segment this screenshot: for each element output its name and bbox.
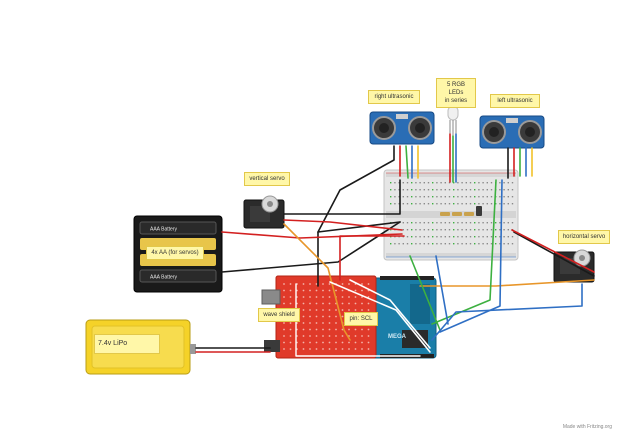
label-vertical-servo: vertical servo xyxy=(244,172,290,186)
wave-shield xyxy=(261,275,377,359)
label-battery-pack: 4x AA (for servos) xyxy=(146,246,204,260)
battery-cell-label: AAA Battery xyxy=(150,275,177,281)
rgb-led xyxy=(447,105,459,136)
battery-cell-label: AAA Battery xyxy=(150,227,177,233)
right-ultrasonic-sensor xyxy=(369,111,435,145)
label-left-ultrasonic: left ultrasonic xyxy=(490,94,540,108)
label-wave-shield: wave shield xyxy=(258,308,300,322)
vertical-servo xyxy=(243,195,285,229)
fritzing-credit: Made with Fritzing.org xyxy=(563,424,612,430)
label-lipo: 7.4v LiPo xyxy=(94,334,160,354)
wiring xyxy=(195,133,595,357)
left-ultrasonic-sensor xyxy=(479,115,545,149)
breadboard xyxy=(383,169,519,261)
horizontal-servo xyxy=(553,249,595,283)
label-right-ultrasonic: right ultrasonic xyxy=(368,90,420,104)
label-horizontal-servo: horizontal servo xyxy=(558,230,610,244)
label-rgb-leds: 5 RGB LEDs in series xyxy=(436,78,476,108)
label-pin: pin: SCL xyxy=(344,312,378,326)
board-name: MEGA xyxy=(388,334,407,340)
